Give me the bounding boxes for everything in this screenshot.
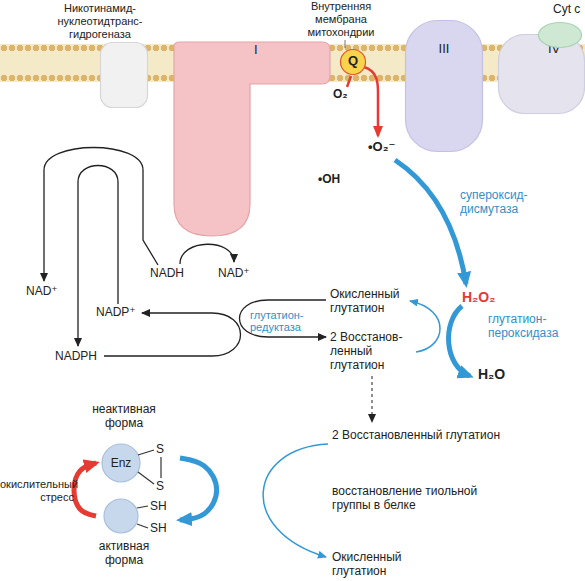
enzyme-name: супероксид- дисмутаза bbox=[460, 188, 546, 216]
enzyme-name: глутатион- редуктаза bbox=[250, 309, 324, 333]
reductase-arrow bbox=[240, 300, 327, 337]
cofactor-label: NADP⁺ bbox=[96, 305, 136, 319]
cofactor-label: NADH bbox=[150, 266, 184, 280]
molecule-label: H₂O bbox=[478, 367, 505, 381]
atom-label: S bbox=[156, 442, 164, 456]
molecule-label: O₂ bbox=[333, 87, 348, 101]
nadph-arrow bbox=[104, 313, 241, 356]
radical-label: •O₂⁻ bbox=[368, 140, 395, 154]
enzyme-inactive: неактивная формаEnz bbox=[96, 402, 180, 486]
atom-label: S bbox=[156, 479, 164, 493]
group-label: SH bbox=[150, 521, 167, 535]
metabolite-label: Окисленный глутатион bbox=[332, 550, 412, 578]
node-shape bbox=[102, 444, 140, 482]
node-body: Enz bbox=[101, 456, 141, 470]
transhydrogenase-arrow bbox=[44, 148, 158, 282]
metabolite-label: 2 Восстанов- ленный глутатион bbox=[330, 330, 410, 372]
metabolite-label: Окисленный глутатион bbox=[330, 287, 410, 315]
node-label: Никотинамид- нуклеотидтранс- гидрогеназа bbox=[30, 2, 170, 41]
node-shape bbox=[101, 43, 148, 108]
node-outline bbox=[170, 36, 332, 238]
reduction-arrow bbox=[180, 458, 217, 520]
thiol-glutathione-arrow bbox=[263, 444, 328, 557]
bond-line bbox=[137, 506, 148, 508]
radical-label: •OH bbox=[318, 172, 340, 186]
metabolite-label: 2 Восстановленный глутатион bbox=[332, 428, 507, 442]
oxidation-arrow bbox=[74, 463, 96, 516]
node-outline bbox=[405, 20, 483, 152]
node-outline bbox=[100, 42, 148, 108]
bond-line bbox=[138, 472, 154, 484]
transhydrogenase-protein: Никотинамид- нуклеотидтранс- гидрогеназа bbox=[100, 42, 148, 108]
node-label: активная форма bbox=[86, 539, 162, 567]
cofactor-label: NAD⁺ bbox=[26, 284, 58, 298]
cytochrome-c: Cyt c bbox=[538, 22, 582, 48]
node-outline bbox=[538, 22, 582, 48]
node-shape bbox=[341, 50, 366, 75]
bond-line bbox=[137, 524, 148, 528]
peroxidase-arrow bbox=[449, 306, 470, 376]
group-label: SH bbox=[150, 499, 167, 513]
dashed-arrow bbox=[371, 376, 372, 422]
cofactor-label: NAD⁺ bbox=[218, 266, 250, 280]
node-shape bbox=[104, 499, 138, 533]
enzyme-active: активная форма bbox=[96, 497, 180, 581]
node-shape bbox=[499, 35, 585, 114]
process-label: восстановление тиольной группы в белке bbox=[332, 484, 482, 512]
dismutase-arrow bbox=[395, 160, 466, 284]
node-label: III bbox=[405, 42, 483, 56]
molecule-label: H₂O₂ bbox=[462, 290, 495, 304]
node-label: Cyt c bbox=[553, 2, 580, 16]
node-shape bbox=[539, 23, 582, 48]
enzyme-name: глутатион- пероксидаза bbox=[488, 312, 580, 340]
edge-label: окислительный стресс bbox=[0, 478, 74, 504]
node-label: Внутренняя мембрана митохондрии bbox=[296, 0, 386, 39]
node-label: I bbox=[254, 43, 258, 57]
node-label: неактивная форма bbox=[86, 402, 162, 430]
ubiquinone-q: Q bbox=[340, 49, 366, 75]
glutathione-oxidation-arrow bbox=[410, 301, 440, 352]
cofactor-label: NADPH bbox=[55, 349, 97, 363]
bond-line bbox=[138, 450, 154, 455]
complex-iii: III bbox=[405, 20, 483, 152]
node-shape bbox=[406, 21, 483, 152]
node-label: Q bbox=[340, 54, 366, 68]
node-shape bbox=[174, 42, 330, 236]
nadh-arrow bbox=[180, 244, 234, 264]
complex-i: I bbox=[170, 36, 332, 238]
disulfide-bond bbox=[160, 457, 161, 478]
